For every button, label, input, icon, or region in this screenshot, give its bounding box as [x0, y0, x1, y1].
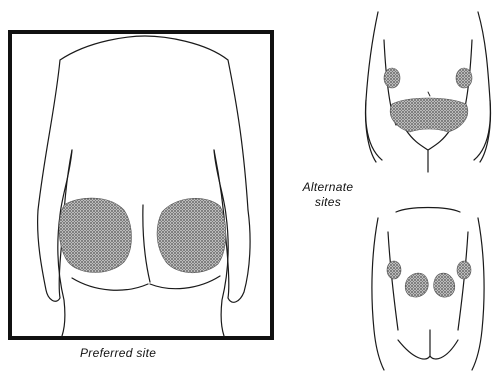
preferred-site-right-buttock — [157, 198, 226, 272]
back-site-left-arm — [387, 261, 401, 279]
back-site-right-arm — [457, 261, 471, 279]
front-navel — [428, 92, 430, 96]
alternate-sites-caption: Alternate sites — [288, 180, 368, 210]
left-gluteal-fold — [72, 278, 148, 290]
preferred-frame — [10, 32, 272, 338]
alternate-caption-line1: Alternate — [288, 180, 368, 195]
back-small-body-outline — [372, 208, 484, 371]
front-site-left-arm — [384, 68, 400, 88]
gluteal-cleft — [143, 205, 150, 282]
back-body-outline — [38, 36, 248, 210]
back-small-hips — [398, 330, 458, 359]
front-site-abdomen — [390, 98, 468, 132]
back-small-right-arm — [458, 232, 468, 330]
back-small-left-arm — [388, 232, 398, 330]
front-body-outline — [366, 12, 491, 160]
preferred-site-caption: Preferred site — [80, 346, 156, 360]
alternate-front-figure — [365, 12, 490, 172]
alternate-caption-line2: sites — [288, 195, 368, 210]
back-site-right-flank — [434, 273, 455, 297]
preferred-site-left-buttock — [59, 198, 131, 272]
back-site-left-flank — [405, 273, 428, 297]
right-gluteal-fold — [150, 276, 220, 289]
alternate-back-figure — [372, 208, 484, 371]
front-hips — [406, 130, 450, 172]
preferred-site-figure — [10, 32, 272, 338]
front-site-right-arm — [456, 68, 472, 88]
